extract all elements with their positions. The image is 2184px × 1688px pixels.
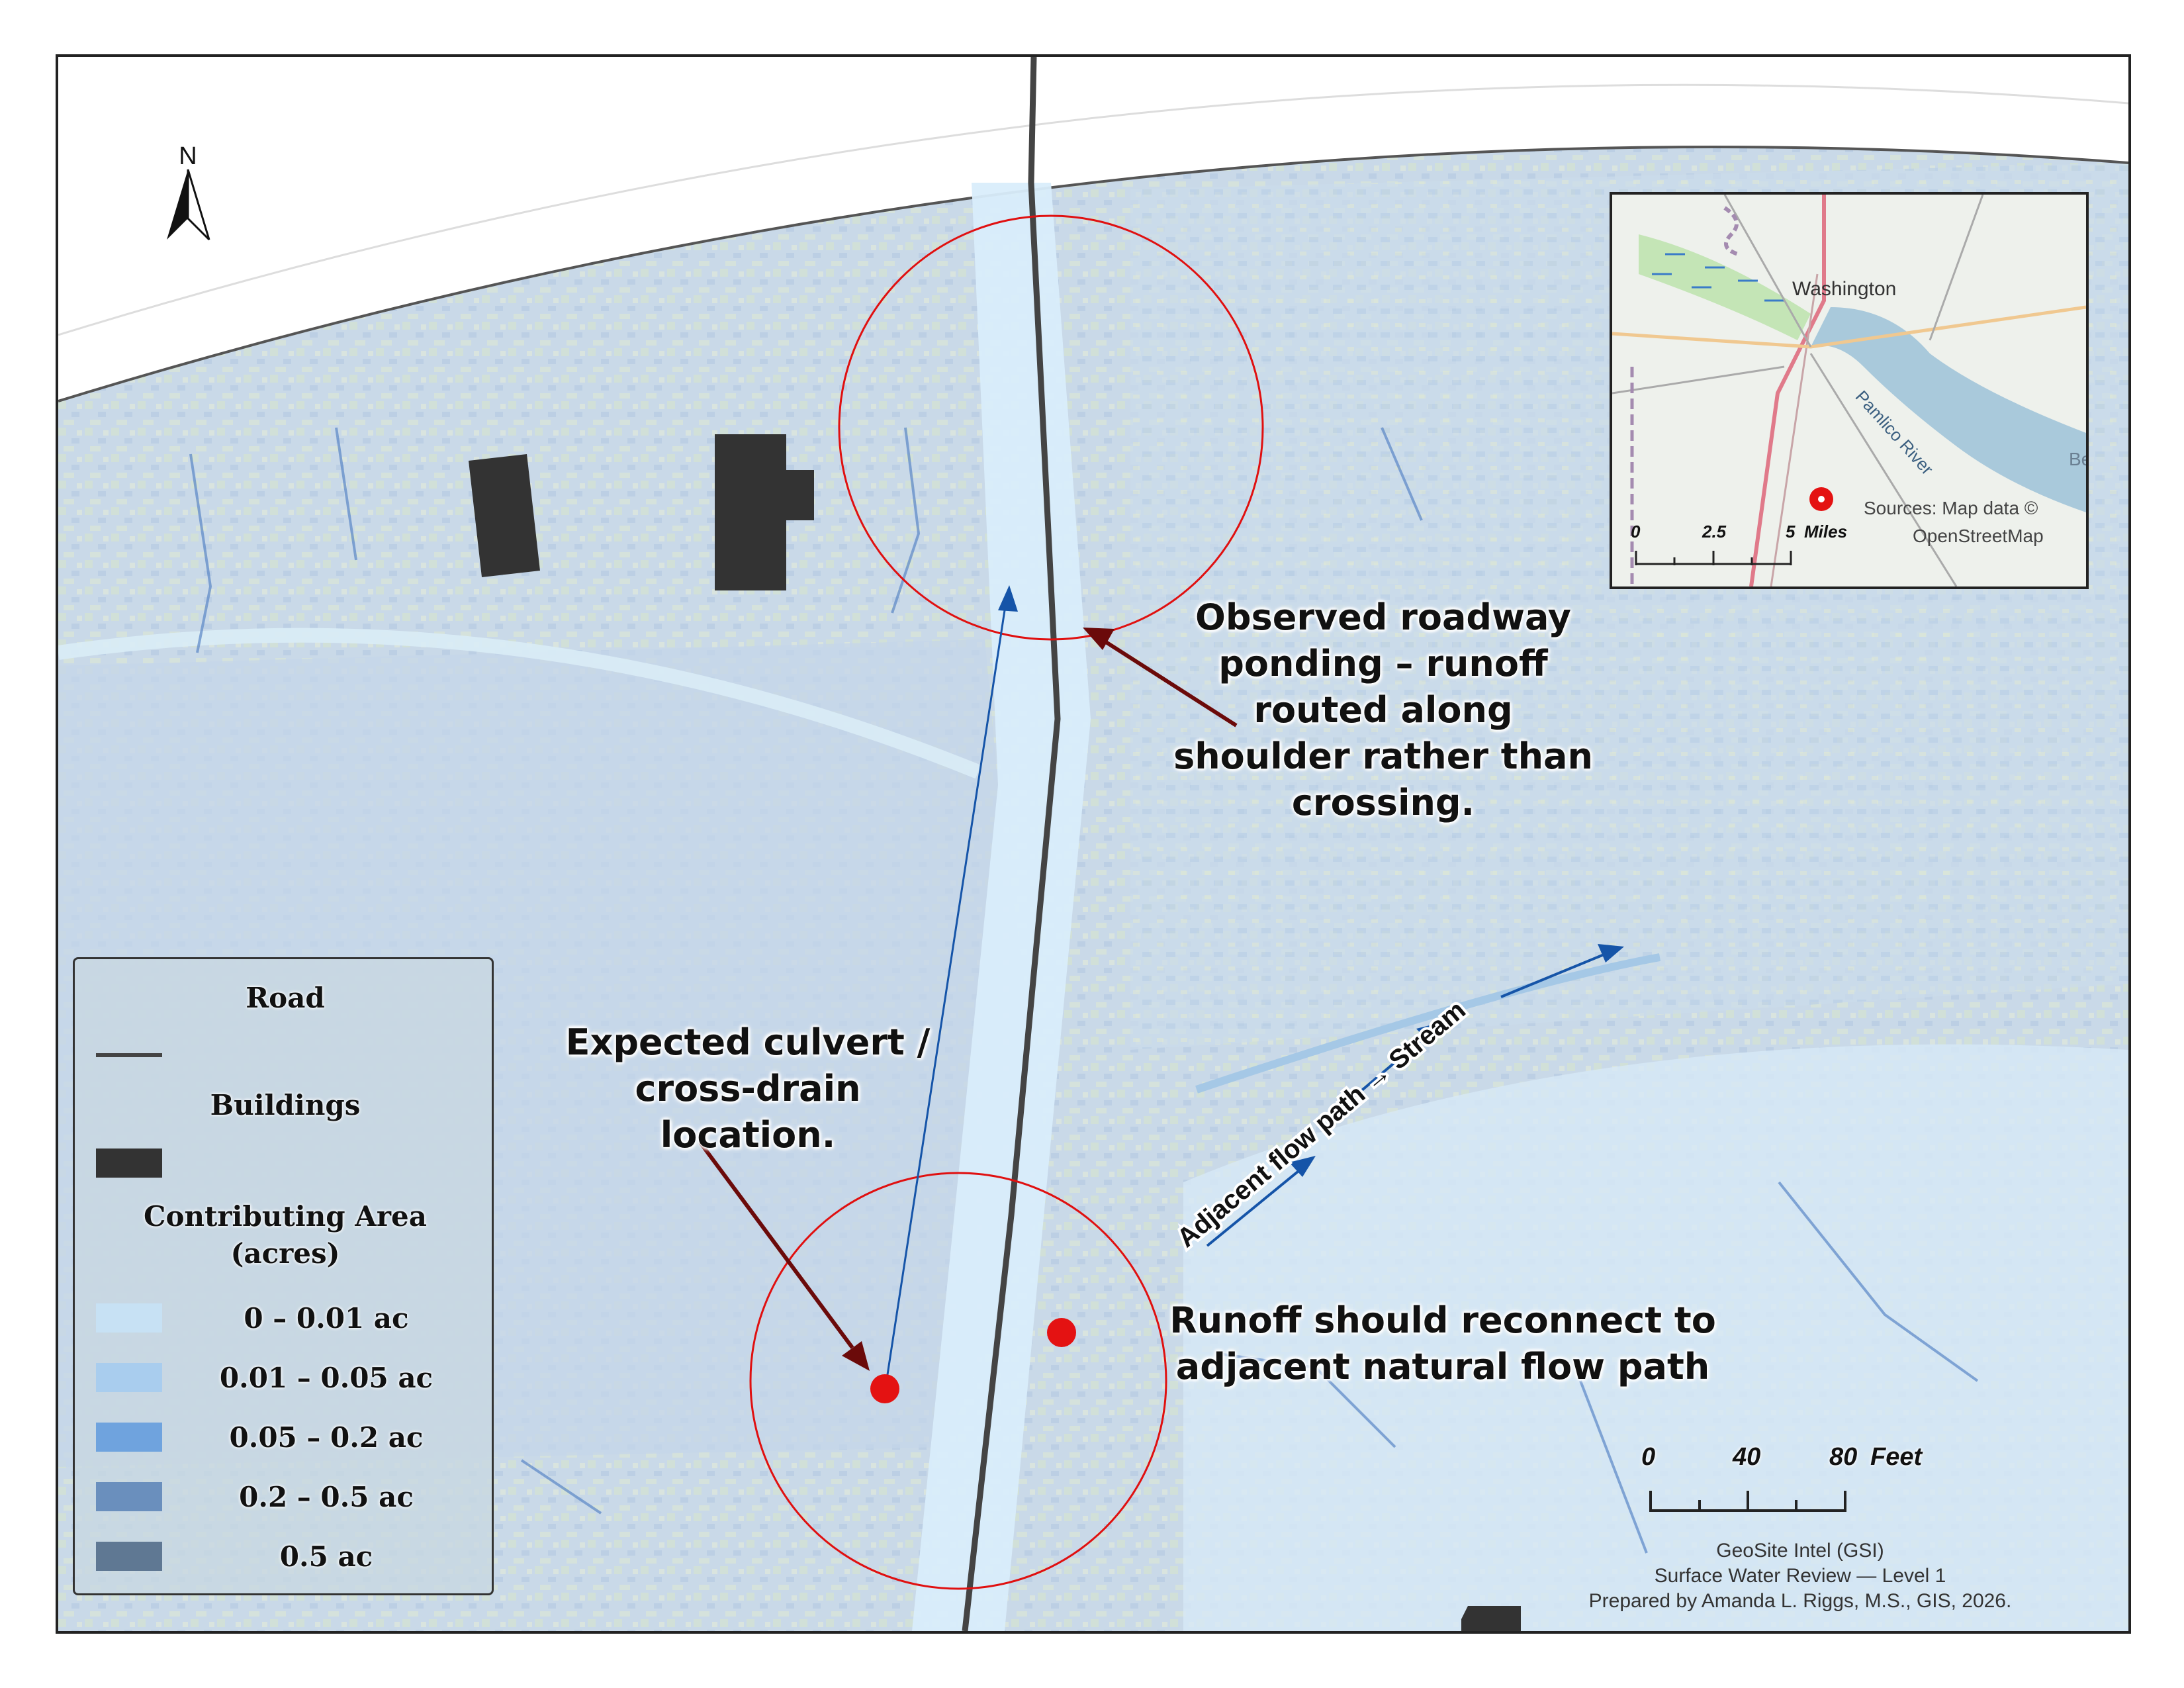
scale-unit: Feet xyxy=(1870,1443,1923,1471)
shoulder-flow-arrow xyxy=(884,592,1009,1388)
legend-contributing-units: (acres) xyxy=(230,1237,340,1270)
legend-swatch-class-1 xyxy=(96,1303,162,1333)
legend-swatch-class-4 xyxy=(96,1482,162,1511)
map-legend: Road Buildings Contributing Area (acres)… xyxy=(73,957,494,1595)
inset-scale-tick-1: 2.5 xyxy=(1702,522,1727,541)
reconnect-callout: Runoff should reconnect to adjacent natu… xyxy=(1169,1299,1716,1387)
legend-label-class-3: 0.05 – 0.2 ac xyxy=(229,1421,424,1454)
site-marker-west[interactable] xyxy=(870,1374,899,1403)
roadside-channel xyxy=(912,183,1091,1631)
legend-swatch-class-2 xyxy=(96,1363,162,1392)
legend-buildings-title: Buildings xyxy=(210,1089,361,1121)
channel-west-stream xyxy=(58,628,981,779)
inset-scale-tick-0: 0 xyxy=(1631,522,1641,541)
ponding-callout: Observed roadway ponding – runoff routed… xyxy=(1173,596,1593,823)
inset-locator-map[interactable]: Washington Pamlico River Be Sources: Map… xyxy=(1610,192,2089,589)
inset-wetland-marks xyxy=(1652,253,1784,302)
inset-city-label: Washington xyxy=(1792,278,1897,300)
scale-tick-0: 0 xyxy=(1641,1443,1656,1471)
building[interactable] xyxy=(469,454,540,577)
scale-tick-40: 40 xyxy=(1733,1443,1761,1471)
legend-label-class-5: 0.5 ac xyxy=(279,1540,373,1573)
building[interactable] xyxy=(715,434,814,590)
drainage-lines xyxy=(189,427,1979,1554)
inset-sources-line2: OpenStreetMap xyxy=(1913,526,2044,546)
inset-sources-line1: Sources: Map data © xyxy=(1864,498,2038,518)
inset-scale-tick-2: 5 xyxy=(1786,522,1796,541)
shoulder-flow-arrowhead xyxy=(998,585,1018,612)
scale-tick-80: 80 xyxy=(1829,1443,1858,1471)
site-marker-east[interactable] xyxy=(1047,1318,1076,1347)
boundary-arc xyxy=(58,146,2128,402)
legend-road-title: Road xyxy=(246,982,325,1014)
legend-building-swatch xyxy=(96,1149,162,1178)
legend-swatch-class-3 xyxy=(96,1423,162,1452)
site-circle-north[interactable] xyxy=(838,214,1264,641)
legend-road-line xyxy=(96,1053,162,1057)
credit-author: Prepared by Amanda L. Riggs, M.S., GIS, … xyxy=(1588,1590,2012,1612)
road-line[interactable] xyxy=(962,57,1061,1631)
inset-river xyxy=(1811,307,2086,512)
adjacent-flow-arrows xyxy=(1206,944,1624,1247)
legend-label-class-2: 0.01 – 0.05 ac xyxy=(219,1362,433,1394)
inset-edge-label: Be xyxy=(2069,449,2086,469)
scale-bar xyxy=(1649,1491,1846,1512)
building[interactable] xyxy=(1461,1606,1521,1631)
legend-contributing-title: Contributing Area xyxy=(144,1200,427,1233)
inset-wetland xyxy=(1639,234,1811,340)
callout-arrows xyxy=(698,628,1238,1371)
field-southeast xyxy=(1183,1044,2128,1631)
culvert-callout: Expected culvert / cross-drain location. xyxy=(565,1021,931,1156)
inset-map-canvas xyxy=(1612,195,2086,586)
credit-org: GeoSite Intel (GSI) xyxy=(1716,1540,1884,1562)
legend-label-class-4: 0.2 – 0.5 ac xyxy=(239,1481,414,1513)
inset-site-marker-center xyxy=(1818,496,1825,502)
inset-roads xyxy=(1612,195,2086,586)
credit-review: Surface Water Review — Level 1 xyxy=(1654,1565,1946,1587)
legend-swatch-class-5 xyxy=(96,1542,162,1571)
channel-east-stream xyxy=(1195,953,1661,1094)
inset-scale-bar xyxy=(1635,551,1792,565)
legend-label-class-1: 0 – 0.01 ac xyxy=(244,1302,409,1335)
site-circle-south[interactable] xyxy=(749,1172,1167,1590)
north-arrow-label: N xyxy=(179,142,197,170)
inset-scale-unit: Miles xyxy=(1804,522,1848,541)
graticule-arc xyxy=(58,83,2128,336)
north-arrow-icon xyxy=(167,169,210,241)
